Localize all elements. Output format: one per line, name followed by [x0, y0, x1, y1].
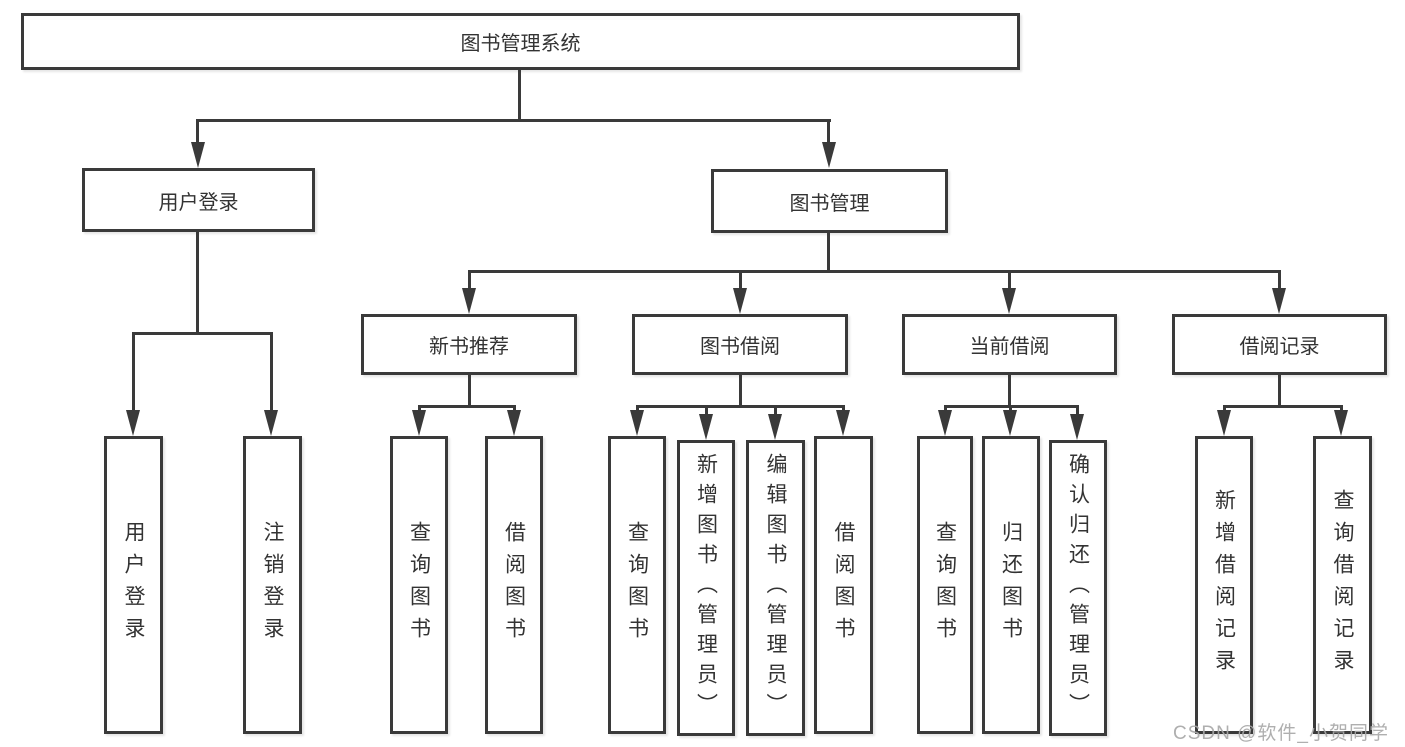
leaf-borrow-books-recommend: 借阅图书	[485, 436, 543, 734]
node-current-borrow: 当前借阅	[902, 314, 1117, 375]
leaf-borrow-books-recommend-label: 借阅图书	[502, 521, 526, 649]
connector-line	[468, 375, 471, 408]
node-root: 图书管理系统	[21, 13, 1020, 70]
connector-line	[196, 232, 199, 334]
leaf-borrow-books-label: 借阅图书	[832, 521, 856, 649]
connector-line	[197, 119, 831, 122]
leaf-query-books-current: 查询图书	[917, 436, 973, 734]
connector-arrow	[699, 414, 713, 440]
connector-line	[132, 332, 135, 412]
connector-line	[1009, 405, 1012, 413]
leaf-user-login: 用户登录	[104, 436, 163, 734]
leaf-return-books: 归还图书	[982, 436, 1040, 734]
connector-arrow	[630, 410, 644, 436]
connector-arrow	[1002, 288, 1016, 314]
connector-line	[1223, 405, 1343, 408]
connector-line	[1223, 405, 1226, 413]
connector-line	[513, 405, 516, 413]
connector-line	[468, 270, 1281, 273]
leaf-edit-books-admin: 编辑图书（管理员）	[746, 440, 805, 736]
node-book-borrow-label: 图书借阅	[700, 336, 780, 358]
leaf-user-login-label: 用户登录	[122, 521, 146, 649]
connector-line	[739, 375, 742, 408]
node-new-book-recommend-label: 新书推荐	[429, 336, 509, 358]
leaf-query-books-borrow: 查询图书	[608, 436, 666, 734]
connector-line	[842, 405, 845, 413]
leaf-query-borrow-record: 查询借阅记录	[1313, 436, 1372, 734]
connector-arrow	[1334, 410, 1348, 436]
leaf-confirm-return-admin: 确认归还（管理员）	[1049, 440, 1107, 736]
node-user-login: 用户登录	[82, 168, 315, 232]
leaf-add-borrow-record: 新增借阅记录	[1195, 436, 1253, 734]
connector-line	[468, 270, 471, 290]
connector-arrow	[462, 288, 476, 314]
connector-arrow	[1217, 410, 1231, 436]
node-borrow-records-label: 借阅记录	[1239, 336, 1320, 358]
connector-arrow	[126, 410, 140, 436]
leaf-query-books-borrow-label: 查询图书	[625, 521, 649, 649]
node-current-borrow-label: 当前借阅	[969, 336, 1050, 358]
connector-arrow	[1272, 288, 1286, 314]
leaf-add-books-admin-label: 新增图书（管理员）	[694, 453, 718, 723]
connector-line	[1278, 270, 1281, 290]
connector-line	[270, 332, 273, 412]
connector-line	[774, 405, 777, 417]
connector-line	[132, 332, 273, 335]
connector-arrow	[191, 142, 205, 168]
connector-arrow	[836, 410, 850, 436]
connector-line	[1340, 405, 1343, 413]
connector-line	[196, 119, 199, 147]
connector-line	[418, 405, 421, 413]
node-book-management: 图书管理	[711, 169, 948, 233]
connector-arrow	[1003, 410, 1017, 436]
leaf-query-books-current-label: 查询图书	[933, 521, 957, 649]
connector-line	[739, 270, 742, 290]
node-book-borrow: 图书借阅	[632, 314, 848, 375]
leaf-borrow-books: 借阅图书	[814, 436, 873, 734]
connector-arrow	[1070, 414, 1084, 440]
connector-line	[518, 70, 521, 120]
leaf-query-borrow-record-label: 查询借阅记录	[1331, 489, 1355, 681]
leaf-query-books-recommend: 查询图书	[390, 436, 448, 734]
node-root-label: 图书管理系统	[460, 33, 581, 55]
connector-arrow	[938, 410, 952, 436]
node-new-book-recommend: 新书推荐	[361, 314, 577, 375]
connector-arrow	[768, 414, 782, 440]
connector-line	[827, 233, 830, 273]
connector-line	[827, 119, 830, 147]
leaf-logout: 注销登录	[243, 436, 302, 734]
connector-arrow	[507, 410, 521, 436]
watermark: CSDN @软件_小贺同学	[1173, 723, 1389, 744]
connector-line	[418, 405, 515, 408]
connector-line	[705, 405, 708, 417]
leaf-confirm-return-admin-label: 确认归还（管理员）	[1066, 453, 1090, 723]
connector-arrow	[264, 410, 278, 436]
leaf-add-books-admin: 新增图书（管理员）	[677, 440, 735, 736]
leaf-return-books-label: 归还图书	[999, 521, 1023, 649]
connector-arrow	[412, 410, 426, 436]
connector-line	[636, 405, 639, 413]
connector-line	[944, 405, 947, 413]
connector-line	[1076, 405, 1079, 417]
connector-line	[1008, 375, 1011, 408]
connector-arrow	[733, 288, 747, 314]
node-user-login-label: 用户登录	[158, 191, 239, 214]
leaf-edit-books-admin-label: 编辑图书（管理员）	[764, 453, 788, 723]
leaf-add-borrow-record-label: 新增借阅记录	[1212, 489, 1236, 681]
connector-arrow	[822, 142, 836, 168]
connector-line	[636, 405, 845, 408]
connector-line	[1008, 270, 1011, 290]
connector-line	[1278, 375, 1281, 408]
leaf-query-books-recommend-label: 查询图书	[407, 521, 431, 649]
node-book-management-label: 图书管理	[789, 192, 870, 215]
node-borrow-records: 借阅记录	[1172, 314, 1387, 375]
leaf-logout-label: 注销登录	[261, 521, 285, 649]
